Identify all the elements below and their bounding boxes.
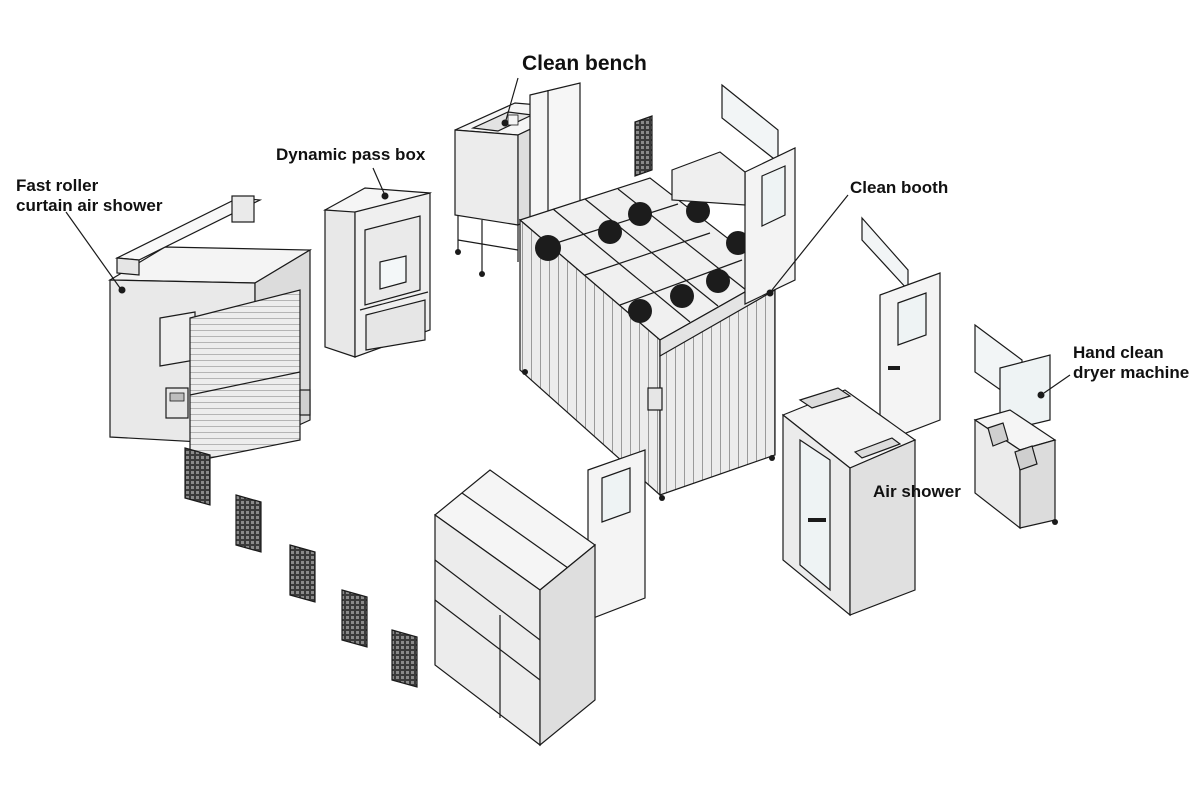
dynamic-pass-box (322, 187, 432, 358)
fast-roller-air-shower (107, 195, 313, 463)
hand-dryer-label: Hand clean dryer machine (1073, 343, 1189, 382)
fast-roller-label: Fast roller curtain air shower (16, 176, 162, 215)
ffu-fan-icons (535, 199, 750, 323)
clean-bench-label: Clean bench (522, 52, 647, 75)
fast-roller-label-line1: Fast roller (16, 176, 99, 195)
hand-dryer-machine (973, 323, 1058, 530)
return-air-grilles (184, 447, 418, 688)
clean-bench (454, 82, 581, 277)
cleanroom-door-right (861, 216, 941, 444)
hand-dryer-label-line2: dryer machine (1073, 362, 1190, 382)
air-shower (781, 387, 917, 617)
clean-booth (518, 177, 777, 501)
cleanroom-door-bottom (587, 449, 646, 621)
hand-dryer-label-line1: Hand clean (1073, 343, 1164, 362)
booth-door-window (634, 83, 796, 305)
fast-roller-label-line2: curtain air shower (16, 195, 163, 215)
clean-booth-label: Clean booth (850, 178, 949, 197)
laminar-flow-cabinet (434, 469, 596, 747)
pass-box-label: Dynamic pass box (276, 145, 426, 164)
callout-leaders (65, 77, 1071, 399)
air-shower-label: Air shower (873, 482, 961, 501)
